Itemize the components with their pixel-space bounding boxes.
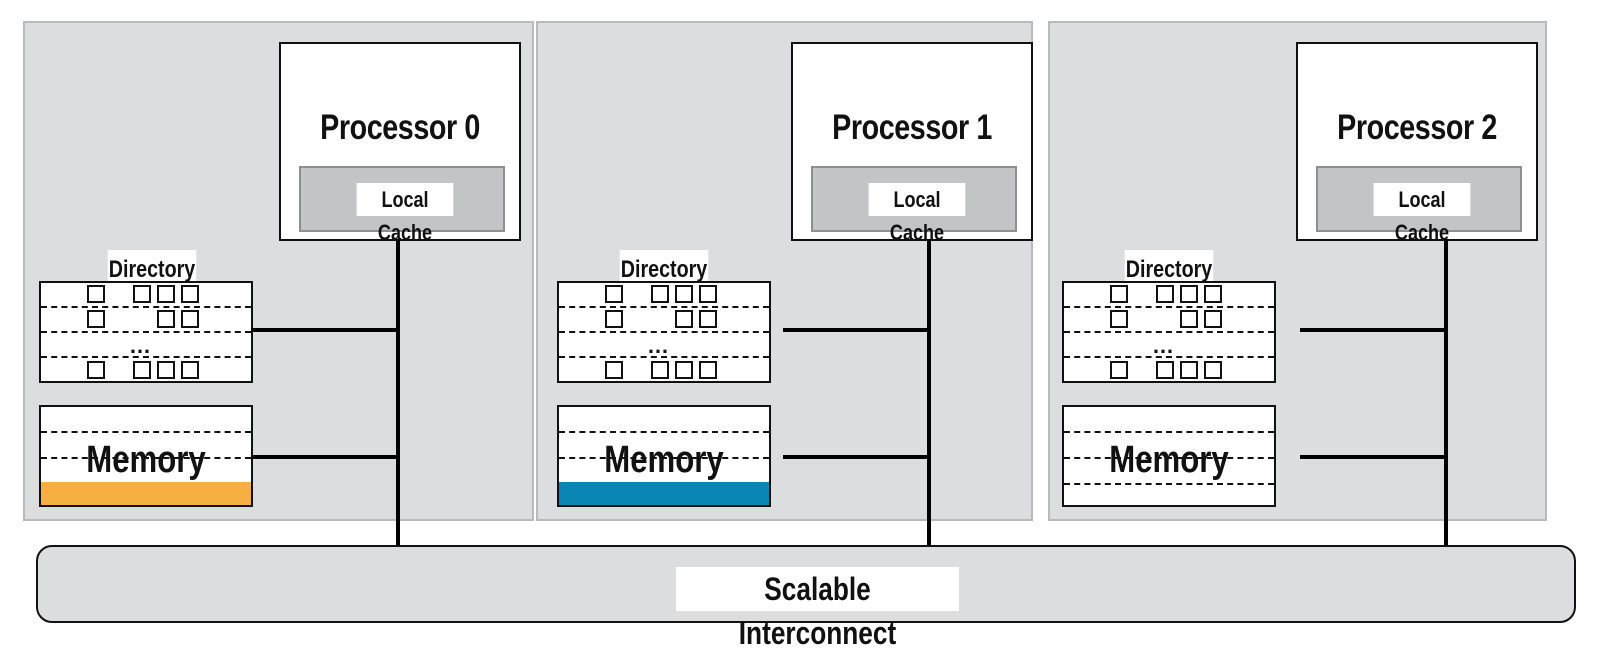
memory-block: Memory [1062,405,1276,507]
processor-title: Processor 0 [320,108,480,147]
directory-1-link [783,328,929,332]
local-cache: Local Cache [299,166,505,245]
local-cache-label: Local Cache [356,183,454,245]
memory-1-link [783,455,929,459]
local-cache: Local Cache [811,166,1017,245]
processor-title: Processor 1 [832,108,992,147]
memory-block: Memory [557,405,771,507]
memory-highlight [559,482,769,505]
directory-0-link [251,328,398,332]
directory-2-link [1300,328,1446,332]
node-2: Processor 2 Local Cache Directory … Memo… [1048,21,1547,521]
processor-1-box: Processor 1 Local Cache [791,42,1033,245]
processor-title: Processor 2 [1337,108,1497,147]
ellipsis: … [647,333,669,358]
memory-label: Memory [86,439,206,481]
memory-label: Memory [604,439,724,481]
processor-2-bus-line [1444,239,1448,547]
processor-0-bus-line [396,239,400,547]
interconnect-label: Scalable Interconnect [676,567,959,651]
scalable-interconnect: Scalable Interconnect [36,545,1576,651]
node-1: Processor 1 Local Cache Directory … Memo… [536,21,1033,521]
local-cache-label: Local Cache [868,183,966,245]
memory-highlight [41,482,251,505]
memory-0-link [251,455,398,459]
directory-table: … [39,281,253,383]
directory-table: … [1062,281,1276,383]
node-0: Processor 0 Local Cache Directory … Memo… [23,21,534,521]
memory-2-link [1300,455,1446,459]
local-cache: Local Cache [1316,166,1522,245]
memory-block: Memory [39,405,253,507]
local-cache-label: Local Cache [1373,183,1471,245]
processor-2-box: Processor 2 Local Cache [1296,42,1538,245]
directory-table: … [557,281,771,383]
ellipsis: … [129,333,151,358]
memory-label: Memory [1109,439,1229,481]
ellipsis: … [1152,333,1174,358]
processor-1-bus-line [927,239,931,547]
processor-0-box: Processor 0 Local Cache [279,42,521,245]
